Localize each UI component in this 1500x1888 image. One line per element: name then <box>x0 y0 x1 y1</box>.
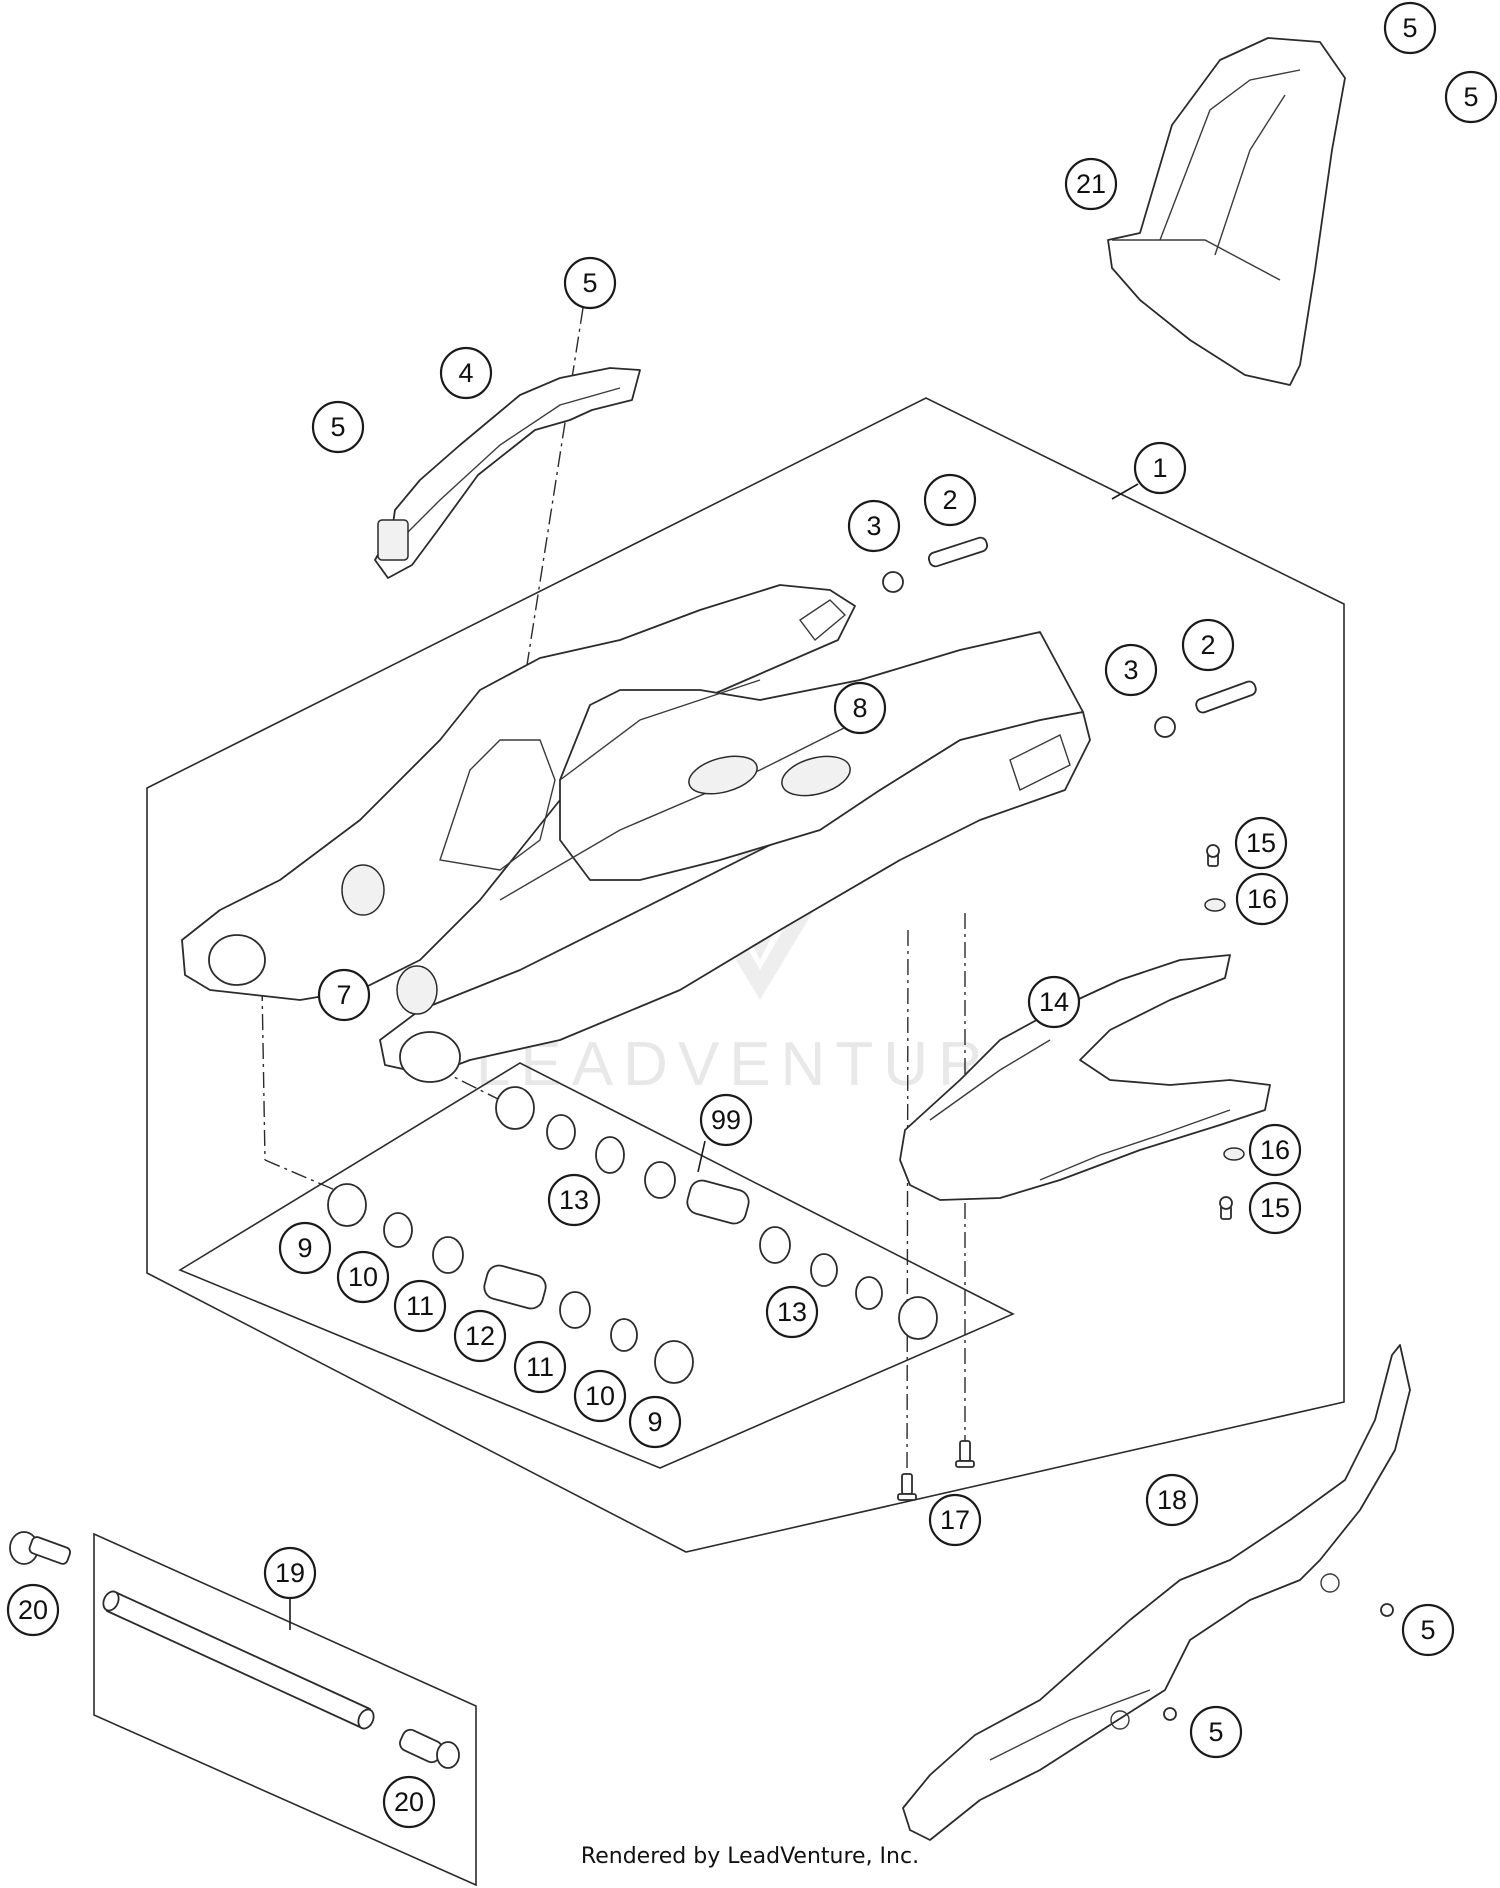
callout-label: 16 <box>1247 884 1277 914</box>
callout-c9a[interactable]: 9 <box>278 1221 332 1275</box>
callout-label: 2 <box>942 485 957 515</box>
callout-label: 11 <box>526 1352 554 1382</box>
adjuster-nut-part <box>882 571 1176 738</box>
callout-c4[interactable]: 4 <box>439 346 493 400</box>
callout-c11a[interactable]: 11 <box>393 1279 447 1333</box>
callout-c8[interactable]: 8 <box>833 681 887 735</box>
rear-mudguard-part <box>1107 37 1346 386</box>
callout-label: 5 <box>330 412 345 442</box>
callout-c16a[interactable]: 16 <box>1235 872 1289 926</box>
slider-bolt-part <box>897 1440 975 1501</box>
slider-fastener-part <box>1204 844 1245 1220</box>
callout-label: 5 <box>1463 82 1478 112</box>
callout-label: 20 <box>18 1595 48 1625</box>
callout-c5b[interactable]: 5 <box>311 400 365 454</box>
callout-c10b[interactable]: 10 <box>573 1369 627 1423</box>
callout-c3b[interactable]: 3 <box>1104 643 1158 697</box>
callout-label: 9 <box>647 1407 662 1437</box>
callout-label: 5 <box>1208 1717 1223 1747</box>
swingarm-part <box>181 584 1091 1083</box>
callout-label: 5 <box>1420 1615 1435 1645</box>
callout-label: 10 <box>585 1381 615 1411</box>
callout-label: 21 <box>1076 169 1106 199</box>
callout-c19[interactable]: 19 <box>263 1546 317 1600</box>
callout-label: 5 <box>1402 13 1417 43</box>
callout-c12[interactable]: 12 <box>453 1309 507 1363</box>
callout-c7[interactable]: 7 <box>317 968 371 1022</box>
callout-label: 1 <box>1152 453 1167 483</box>
callout-c2b[interactable]: 2 <box>1181 618 1235 672</box>
callout-label: 14 <box>1039 987 1069 1017</box>
callout-c2a[interactable]: 2 <box>923 473 977 527</box>
axle-frame <box>93 1532 477 1887</box>
callout-c5d[interactable]: 5 <box>1444 70 1498 124</box>
leader-lines <box>289 483 1139 1630</box>
callout-c15a[interactable]: 15 <box>1234 816 1288 870</box>
callout-c13a[interactable]: 13 <box>547 1173 601 1227</box>
chain-guide-part <box>374 367 641 579</box>
callout-label: 10 <box>348 1262 378 1292</box>
callout-label: 13 <box>777 1297 807 1327</box>
callout-c1[interactable]: 1 <box>1133 441 1187 495</box>
callout-c20b[interactable]: 20 <box>382 1775 436 1829</box>
bearing-kit-frame <box>178 1062 1015 1469</box>
chain-guard-part <box>902 1344 1411 1841</box>
callout-c10a[interactable]: 10 <box>336 1250 390 1304</box>
callout-label: 16 <box>1260 1135 1290 1165</box>
callout-label: 99 <box>711 1105 741 1135</box>
callout-c21[interactable]: 21 <box>1064 157 1118 211</box>
callout-c5c[interactable]: 5 <box>1383 1 1437 55</box>
callout-label: 5 <box>582 268 597 298</box>
swingarm-axle-part <box>102 1590 375 1730</box>
callout-label: 3 <box>866 511 881 541</box>
callout-label: 11 <box>406 1291 434 1321</box>
callout-label: 12 <box>465 1321 495 1351</box>
callout-c13b[interactable]: 13 <box>765 1285 819 1339</box>
chain-slider-part <box>899 954 1271 1201</box>
callout-label: 19 <box>275 1558 305 1588</box>
credit-footer: Rendered by LeadVenture, Inc. <box>580 1844 920 1869</box>
callout-c3a[interactable]: 3 <box>847 499 901 553</box>
swingarm-plug-part <box>341 864 438 1015</box>
callout-c16b[interactable]: 16 <box>1248 1123 1302 1177</box>
callout-c20a[interactable]: 20 <box>6 1583 60 1637</box>
bearing-kit-parts <box>327 1086 938 1384</box>
callout-label: 18 <box>1157 1485 1187 1515</box>
callout-label: 9 <box>297 1233 312 1263</box>
callout-c5f[interactable]: 5 <box>1189 1705 1243 1759</box>
cover-plug-part <box>688 755 851 797</box>
callout-label: 4 <box>458 358 473 388</box>
callout-c14[interactable]: 14 <box>1027 975 1081 1029</box>
callout-c11b[interactable]: 11 <box>513 1340 567 1394</box>
callout-label: 2 <box>1200 630 1215 660</box>
callout-label: 7 <box>336 980 351 1010</box>
callout-c99[interactable]: 99 <box>699 1093 753 1147</box>
callout-label: 17 <box>940 1505 970 1535</box>
swingarm-group-frame <box>146 397 1345 1553</box>
callout-c5a[interactable]: 5 <box>563 256 617 310</box>
callout-c15b[interactable]: 15 <box>1248 1181 1302 1235</box>
callout-c18[interactable]: 18 <box>1145 1473 1199 1527</box>
callout-label: 3 <box>1123 655 1138 685</box>
callout-label: 15 <box>1260 1193 1290 1223</box>
axle-nut-part <box>399 1728 460 1769</box>
axle-bolt-part <box>9 1531 72 1565</box>
callout-label: 15 <box>1246 828 1276 858</box>
adjuster-pin-part <box>927 536 1257 714</box>
callout-c5e[interactable]: 5 <box>1401 1603 1455 1657</box>
callout-label: 8 <box>852 693 867 723</box>
callout-label: 20 <box>394 1787 424 1817</box>
callout-labels: 1 2 3 2 3 4 5 5 5 5 21 8 7 15 16 14 99 1… <box>6 1 1498 1829</box>
callout-c17[interactable]: 17 <box>928 1493 982 1547</box>
callout-label: 13 <box>559 1185 589 1215</box>
callout-c9b[interactable]: 9 <box>628 1395 682 1449</box>
